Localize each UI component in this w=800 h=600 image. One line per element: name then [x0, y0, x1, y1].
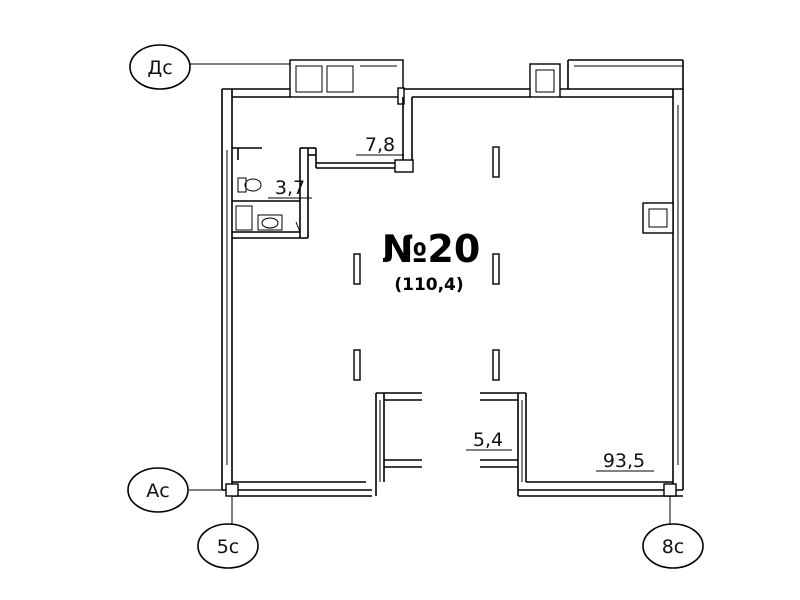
axis-ds: Дс	[129, 44, 290, 90]
axis-as-label: Ас	[146, 480, 169, 502]
column	[353, 253, 361, 285]
room-area-7-8: 7,8	[356, 134, 404, 156]
column	[492, 349, 500, 381]
axis-8c-bubble	[642, 523, 704, 569]
unit-number: №20	[382, 227, 481, 271]
axis-5c-bubble	[197, 523, 259, 569]
room-area-3-7: 3,7	[268, 177, 312, 199]
toilet-icon	[237, 177, 247, 193]
room-area-label: 7,8	[365, 134, 395, 156]
axis-5c-label: 5с	[217, 536, 240, 558]
axis-as: Ас	[127, 467, 226, 513]
axis-8c-label: 8с	[662, 536, 685, 558]
axis-ds-label: Дс	[147, 57, 172, 79]
right-niche	[642, 202, 674, 234]
outer-walls	[221, 59, 684, 497]
axis-8c: 8с	[642, 496, 704, 569]
bathroom-partitions	[232, 97, 414, 239]
room-area-label: 93,5	[603, 450, 645, 472]
columns	[353, 146, 500, 381]
column	[353, 349, 361, 381]
vestibule	[375, 392, 527, 496]
column	[492, 253, 500, 285]
unit-total-area: (110,4)	[394, 275, 463, 295]
room-area-label: 5,4	[473, 429, 503, 451]
axis-5c: 5с	[197, 496, 259, 569]
column	[492, 146, 500, 178]
room-area-93-5: 93,5	[596, 450, 654, 472]
axis-as-bubble	[127, 467, 189, 513]
sink-icon	[257, 214, 283, 231]
toilet-bowl-icon	[244, 178, 262, 192]
room-area-5-4: 5,4	[466, 429, 512, 451]
axis-ds-bubble	[129, 44, 191, 90]
room-area-label: 3,7	[275, 177, 305, 199]
